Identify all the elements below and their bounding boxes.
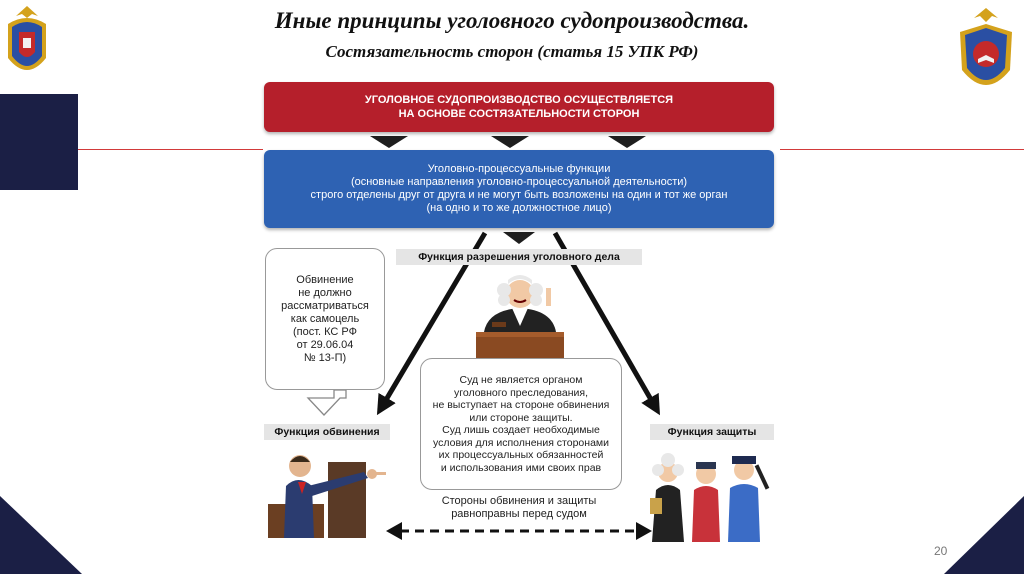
defense-function-label: Функция защиты: [650, 424, 774, 440]
red-divider-left: [78, 149, 263, 150]
judge-illustration: [476, 275, 564, 358]
left-note-line: (пост. КС РФ: [292, 325, 357, 338]
left-note-line: рассматриваться: [281, 299, 369, 312]
functions-line-2: (основные направления уголовно-процессуа…: [350, 176, 688, 188]
center-note-line: или стороне защиты.: [469, 411, 573, 424]
center-note-line: не выступает на стороне обвинения: [432, 399, 610, 411]
equality-line-1: Стороны обвинения и защиты: [441, 495, 597, 507]
functions-line-1: Уголовно-процессуальные функции: [427, 163, 611, 175]
defense-illustration: [650, 453, 770, 542]
adversarial-line-1: УГОЛОВНОЕ СУДОПРОИЗВОДСТВО ОСУЩЕСТВЛЯЕТС…: [364, 94, 674, 106]
hollow-arrow-down: [306, 389, 347, 416]
functions-line-3: строго отделены друг от друга и не могут…: [310, 189, 728, 201]
adversarial-line-2: НА ОСНОВЕ СОСТЯЗАТЕЛЬНОСТИ СТОРОН: [398, 108, 640, 120]
page-number: 20: [934, 544, 948, 558]
left-note-line: от 29.06.04: [296, 338, 354, 351]
procedural-functions-box: Уголовно-процессуальные функции (основны…: [264, 150, 774, 228]
adversarial-principle-box: УГОЛОВНОЕ СУДОПРОИЗВОДСТВО ОСУЩЕСТВЛЯЕТС…: [264, 82, 774, 132]
equality-line-2: равноправны перед судом: [451, 508, 587, 520]
page-subtitle: Состязательность сторон (статья 15 УПК Р…: [325, 42, 699, 61]
resolution-function-label: Функция разрешения уголовного дела: [396, 249, 642, 265]
functions-line-4: (на одно и то же должностное лицо): [426, 202, 612, 214]
page-title: Иные принципы уголовного судопроизводств…: [274, 8, 750, 33]
center-note-line: Суд не является органом: [459, 374, 583, 386]
emblem-left-icon: [8, 6, 46, 70]
left-note-line: Обвинение: [296, 273, 354, 286]
prosecution-note: Обвинение не должно рассматриваться как …: [265, 248, 385, 390]
arrow-to-resolution: [503, 232, 535, 244]
center-note-line: условия для исполнения сторонами: [433, 436, 609, 449]
left-note-line: не должно: [298, 286, 352, 299]
center-note-line: уголовного преследования,: [454, 386, 588, 399]
prosecution-function-label: Функция обвинения: [264, 424, 390, 440]
left-note-line: № 13-П): [303, 351, 347, 364]
red-divider-right: [780, 149, 1024, 150]
court-role-note: Суд не является органом уголовного пресл…: [420, 358, 622, 490]
center-note-line: их процессуальных обязанностей: [438, 449, 604, 461]
center-note-line: и использования ими своих прав: [440, 461, 602, 474]
prosecutor-illustration: [268, 455, 386, 538]
equality-statement: Стороны обвинения и защиты равноправны п…: [400, 495, 638, 521]
navy-decor-block: [0, 94, 78, 190]
arrows-red-to-blue: [370, 136, 646, 148]
emblem-right-icon: [960, 8, 1012, 85]
left-note-line: как самоцель: [290, 312, 360, 325]
center-note-line: Суд лишь создает необходимые: [442, 424, 600, 436]
